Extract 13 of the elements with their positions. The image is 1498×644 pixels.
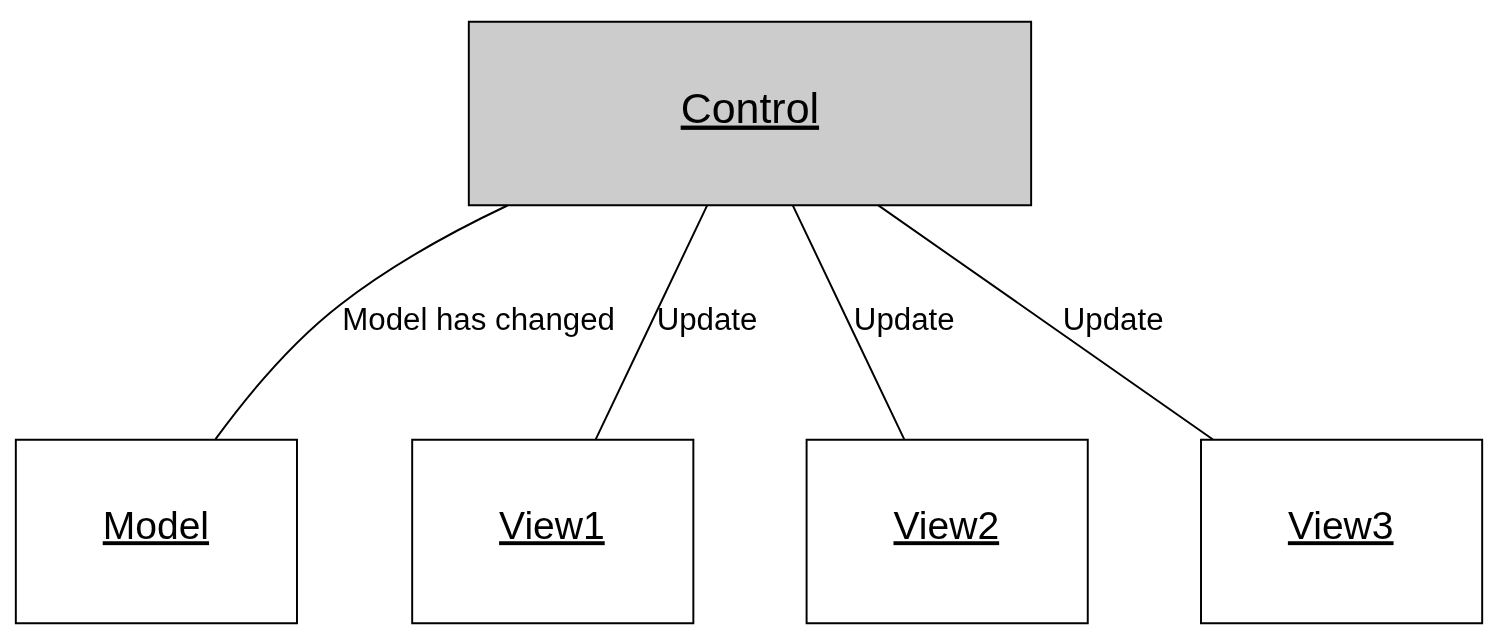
- node-box: Control: [467, 20, 1033, 206]
- edge-label: Update: [853, 301, 955, 337]
- node-box: View1: [411, 438, 695, 624]
- connector: [877, 203, 1214, 440]
- connector: [594, 203, 709, 440]
- edge-label: Update: [656, 301, 758, 337]
- edge-label: Update: [1062, 301, 1164, 337]
- connector: [791, 203, 906, 440]
- node-box: Model: [14, 438, 298, 624]
- node-box: View3: [1200, 438, 1484, 624]
- connector: [214, 204, 509, 440]
- node-box: View2: [805, 438, 1089, 624]
- edge-label: Model has changed: [342, 301, 615, 337]
